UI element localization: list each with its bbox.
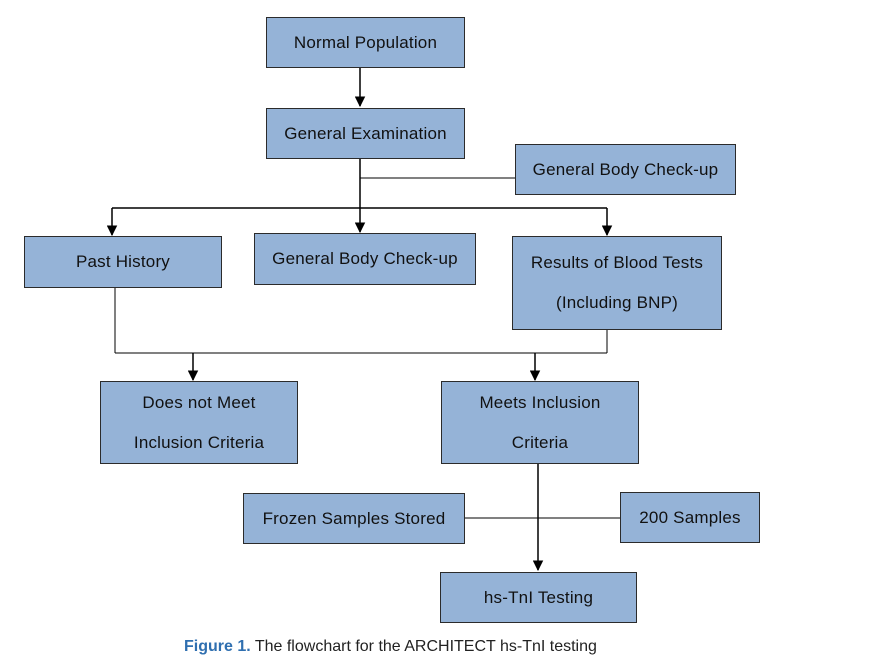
node-general-examination: General Examination <box>266 108 465 159</box>
node-label-line1: Meets Inclusion <box>479 392 601 412</box>
node-label-line2: Criteria <box>511 432 569 452</box>
node-label: Normal Population <box>293 32 438 52</box>
node-label: 200 Samples <box>639 507 741 527</box>
figure-caption: Figure 1. The flowchart for the ARCHITEC… <box>184 638 597 656</box>
node-normal-population: Normal Population <box>266 17 465 68</box>
caption-text: The flowchart for the ARCHITECT hs-TnI t… <box>254 638 597 655</box>
node-hs-tni-testing: hs-TnI Testing <box>440 572 637 623</box>
node-label-line1: Results of Blood Tests <box>530 253 704 272</box>
node-meets-inclusion: Meets Inclusion Criteria <box>441 381 639 464</box>
node-label: Frozen Samples Stored <box>262 508 446 528</box>
node-label: General Body Check-up <box>272 249 458 268</box>
node-label: General Body Check-up <box>532 159 719 179</box>
node-does-not-meet: Does not Meet Inclusion Criteria <box>100 381 298 464</box>
node-frozen-samples: Frozen Samples Stored <box>243 493 465 544</box>
node-200-samples: 200 Samples <box>620 492 760 543</box>
node-label-line2: Inclusion Criteria <box>133 432 265 452</box>
node-general-body-checkup-side: General Body Check-up <box>515 144 736 195</box>
node-general-body-checkup: General Body Check-up <box>254 233 476 285</box>
node-past-history: Past History <box>24 236 222 288</box>
caption-label: Figure 1. <box>184 638 251 655</box>
node-blood-tests: Results of Blood Tests (Including BNP) <box>512 236 722 330</box>
node-label: Past History <box>75 252 171 271</box>
node-label: hs-TnI Testing <box>483 587 594 607</box>
node-label-line1: Does not Meet <box>142 392 256 412</box>
node-label: General Examination <box>284 123 447 143</box>
node-label-line2: (Including BNP) <box>555 293 679 312</box>
